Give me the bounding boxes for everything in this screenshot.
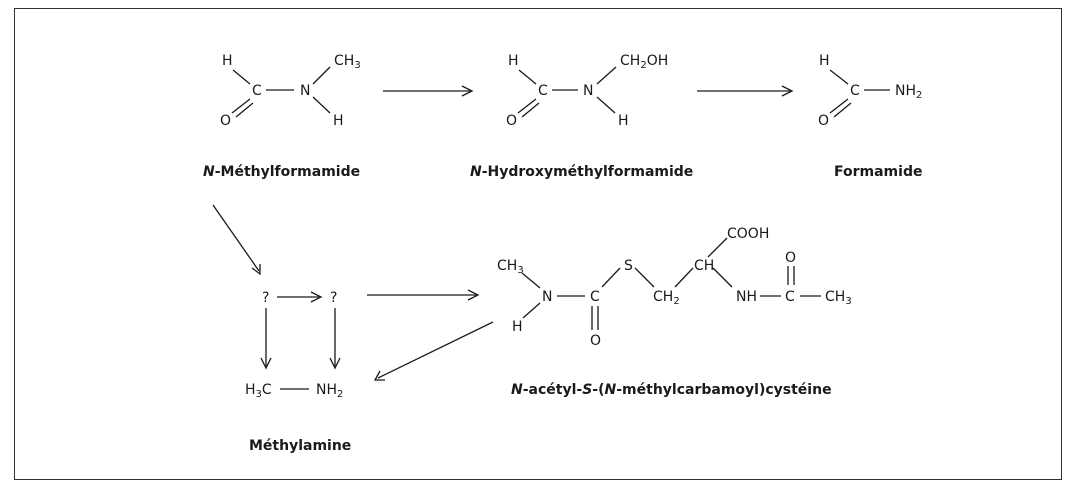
atom-o: O [818, 113, 829, 129]
bond [833, 102, 852, 118]
atom-n: N [300, 83, 310, 99]
bond [235, 102, 254, 118]
atom-h: H [508, 53, 519, 69]
arrowhead [461, 85, 474, 97]
atom-c: C [538, 83, 548, 99]
amcc-label: N-acétyl-S-(N-méthylcarbamoyl)cystéine [511, 382, 832, 398]
arrowhead [781, 85, 794, 97]
arrowhead [310, 291, 323, 303]
methylamine-label: Méthylamine [249, 438, 351, 454]
atom-ch3: CH3 [825, 289, 852, 307]
atom-n: N [542, 289, 552, 305]
atom-c: C [590, 289, 600, 305]
bond [312, 66, 331, 85]
atom-ch: CH [694, 258, 714, 274]
arrowhead [373, 370, 385, 381]
bond [634, 267, 655, 288]
bond [829, 98, 849, 114]
bond [521, 272, 541, 289]
bond [601, 267, 621, 288]
figure-frame [14, 8, 1062, 480]
atom-nh2: NH2 [316, 382, 343, 400]
amcc-structure: CH3 N H C O S CH2 CH COOH NH C O CH3 [497, 226, 852, 349]
atom-nh: NH [736, 289, 757, 305]
formamide-structure: H C O NH2 [818, 53, 922, 129]
formamide-label: Formamide [834, 164, 922, 180]
atom-c: C [252, 83, 262, 99]
bond [518, 69, 537, 85]
unknown-intermediate-1: ? [262, 290, 269, 306]
arrow [377, 321, 494, 379]
atom-n: N [583, 83, 593, 99]
atom-o: O [220, 113, 231, 129]
n-hydroxymethylformamide-label: N-Hydroxyméthylformamide [470, 164, 693, 180]
atom-h: H [222, 53, 233, 69]
arrowhead [329, 357, 341, 370]
atom-o: O [785, 250, 796, 266]
atom-h: H [512, 319, 523, 335]
bond [231, 98, 251, 114]
atom-h3c: H3C [245, 382, 272, 400]
methylamine-structure: H3C NH2 [245, 382, 343, 400]
bond [596, 66, 617, 85]
atom-cooh: COOH [727, 226, 769, 242]
bond [312, 96, 331, 114]
arrowhead [260, 357, 272, 370]
atom-o: O [590, 333, 601, 349]
atom-ch2oh: CH2OH [620, 53, 668, 71]
n-hydroxymethylformamide-structure: H C O N CH2OH H [506, 53, 668, 129]
atom-ch3: CH3 [334, 53, 361, 71]
atom-h: H [333, 113, 344, 129]
n-methylformamide-label: N-Méthylformamide [203, 164, 360, 180]
atom-h: H [618, 113, 629, 129]
unknown-intermediate-2: ? [330, 290, 337, 306]
bond [712, 267, 733, 288]
atom-ch2: CH2 [653, 289, 680, 307]
arrowhead [467, 289, 480, 301]
atom-ch3: CH3 [497, 258, 524, 276]
atom-o: O [506, 113, 517, 129]
bond [522, 302, 541, 319]
bond [232, 69, 251, 85]
bond [674, 267, 694, 288]
bond [521, 102, 540, 118]
n-methylformamide-structure: H C O N CH3 H [220, 53, 361, 129]
bond [596, 96, 616, 114]
bond [707, 237, 728, 258]
arrowhead [251, 264, 261, 276]
arrow [212, 204, 260, 272]
atom-c: C [785, 289, 795, 305]
atom-h: H [819, 53, 830, 69]
bond [517, 98, 537, 114]
atom-s: S [624, 258, 633, 274]
atom-c: C [850, 83, 860, 99]
atom-nh2: NH2 [895, 83, 922, 101]
bond [829, 69, 849, 85]
